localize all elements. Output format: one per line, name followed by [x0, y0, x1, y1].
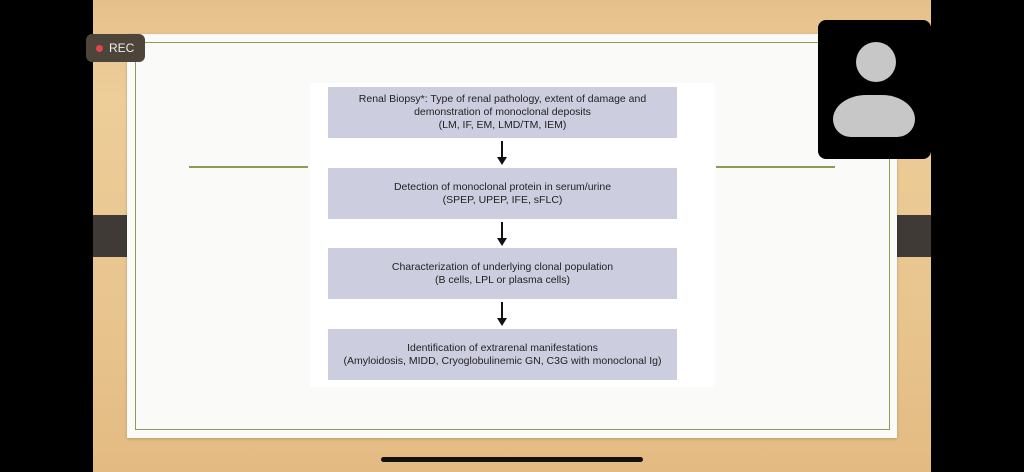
flow-box-detection: Detection of monoclonal protein in serum… — [328, 168, 677, 219]
arrow-down-icon — [497, 222, 507, 246]
box-text: Identification of extrarenal manifestati… — [407, 341, 598, 354]
avatar-body-icon — [833, 95, 915, 137]
home-indicator[interactable] — [381, 457, 643, 462]
flowchart: Renal Biopsy*: Type of renal pathology, … — [310, 83, 715, 387]
box-text: (SPEP, UPEP, IFE, sFLC) — [442, 193, 563, 206]
divider-right — [716, 166, 835, 168]
box-text: Renal Biopsy*: Type of renal pathology, … — [358, 93, 647, 105]
flow-box-identification: Identification of extrarenal manifestati… — [328, 329, 677, 380]
rec-label: REC — [109, 41, 135, 55]
slide-border — [135, 42, 890, 430]
flow-box-renal-biopsy: Renal Biopsy*: Type of renal pathology, … — [328, 87, 677, 138]
box-text: Detection of monoclonal protein in serum… — [393, 180, 612, 193]
box-text: demonstration of monoclonal deposits — [414, 106, 591, 118]
avatar-icon — [856, 42, 896, 82]
divider-left — [189, 166, 308, 168]
participant-video-tile[interactable] — [818, 20, 931, 159]
box-text: (LM, IF, EM, LMD/TM, IEM) — [438, 119, 567, 131]
arrow-down-icon — [497, 302, 507, 326]
record-dot-icon — [96, 44, 103, 52]
box-text: Characterization of underlying clonal po… — [391, 260, 614, 273]
flow-box-characterization: Characterization of underlying clonal po… — [328, 248, 677, 299]
arrow-down-icon — [497, 141, 507, 165]
box-text: (B cells, LPL or plasma cells) — [435, 273, 570, 286]
box-text: (Amyloidosis, MIDD, Cryoglobulinemic GN,… — [343, 354, 662, 367]
recording-indicator: REC — [86, 34, 145, 62]
